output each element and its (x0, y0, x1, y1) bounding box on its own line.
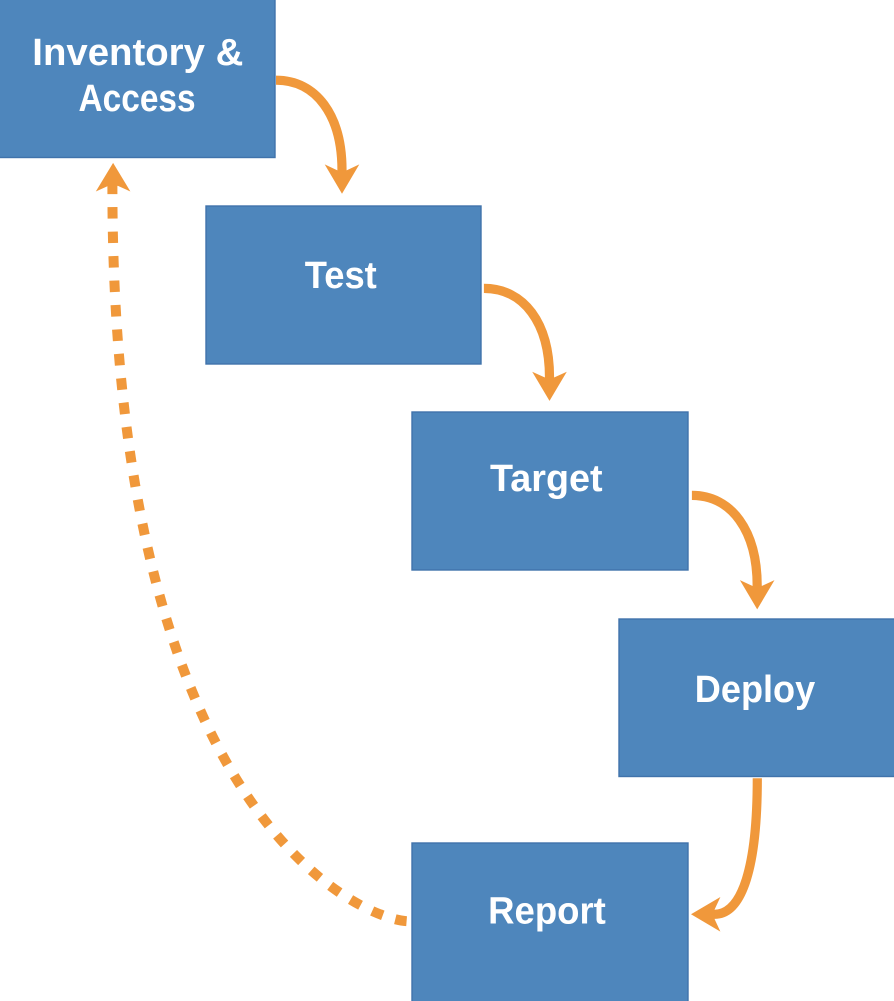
svg-text:Target: Target (490, 458, 603, 500)
svg-text:Report: Report (488, 891, 606, 933)
svg-text:Inventory &: Inventory & (32, 32, 243, 74)
svg-text:Deploy: Deploy (695, 669, 815, 711)
svg-text:Access: Access (79, 78, 196, 120)
svg-text:Test: Test (305, 255, 377, 297)
